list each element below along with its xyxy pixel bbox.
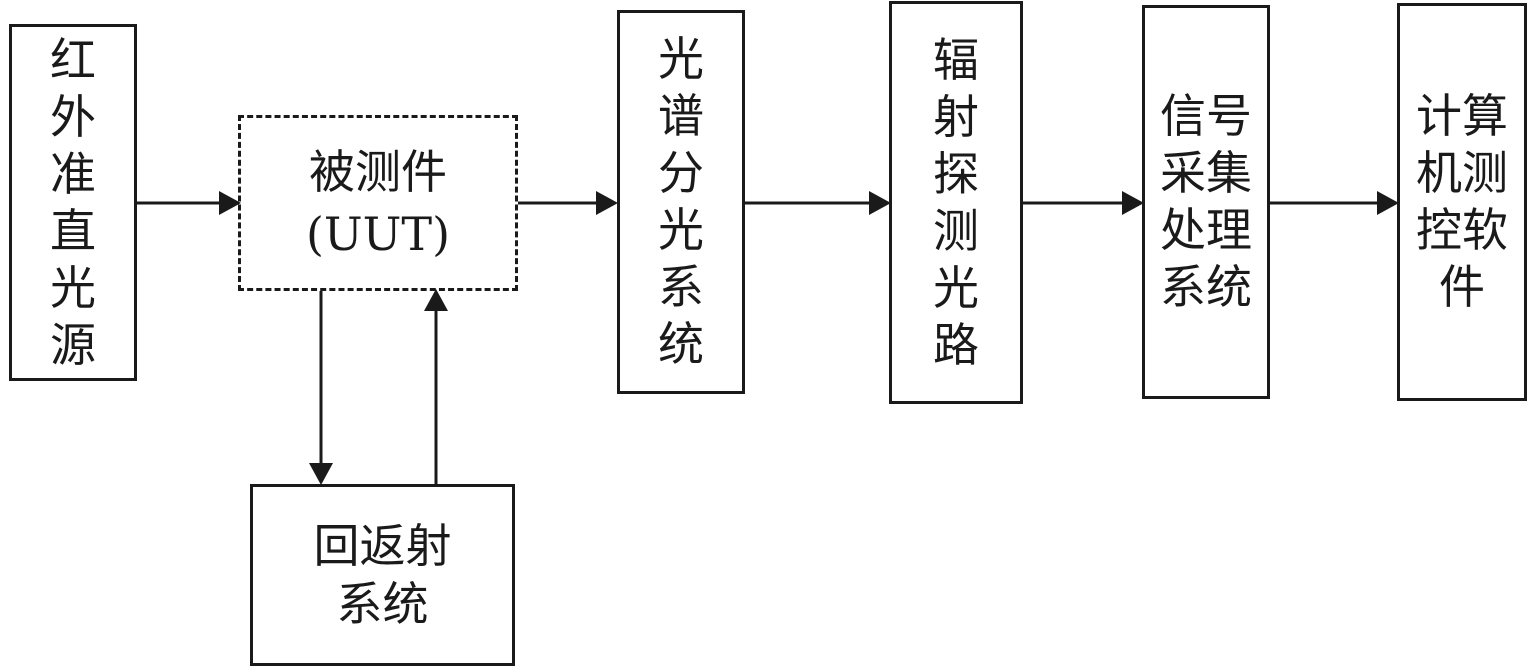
node-ir-source: 红 外 准 直 光 源 <box>9 24 137 381</box>
arrow-radiation-to-signal <box>1122 191 1144 215</box>
node-return-reflection: 回返射 系统 <box>250 484 515 666</box>
node-signal-acq-label: 信号 采集 处理 系统 <box>1160 89 1252 314</box>
node-return-reflection-label: 回返射 系统 <box>313 519 452 631</box>
node-uut-label: 被测件 (UUT) <box>305 145 451 261</box>
node-spectral-split: 光 谱 分 光 系 统 <box>617 10 745 394</box>
arrow-uut-to-spectral <box>596 191 618 215</box>
arrow-signal-to-computer <box>1377 191 1399 215</box>
arrow-return-to-uut <box>424 289 448 311</box>
node-computer-sw: 计算 机测 控软 件 <box>1397 3 1527 401</box>
node-signal-acq: 信号 采集 处理 系统 <box>1142 5 1270 399</box>
node-radiation-detect-label: 辐 射 探 测 光 路 <box>933 32 979 372</box>
arrow-uut-to-return <box>309 463 333 485</box>
node-radiation-detect: 辐 射 探 测 光 路 <box>889 1 1023 404</box>
node-ir-source-label: 红 外 准 直 光 源 <box>50 32 96 372</box>
arrow-spectral-to-radiation <box>869 191 891 215</box>
node-spectral-split-label: 光 谱 分 光 系 统 <box>658 32 704 371</box>
node-computer-sw-label: 计算 机测 控软 件 <box>1416 89 1508 314</box>
node-uut: 被测件 (UUT) <box>238 115 518 291</box>
